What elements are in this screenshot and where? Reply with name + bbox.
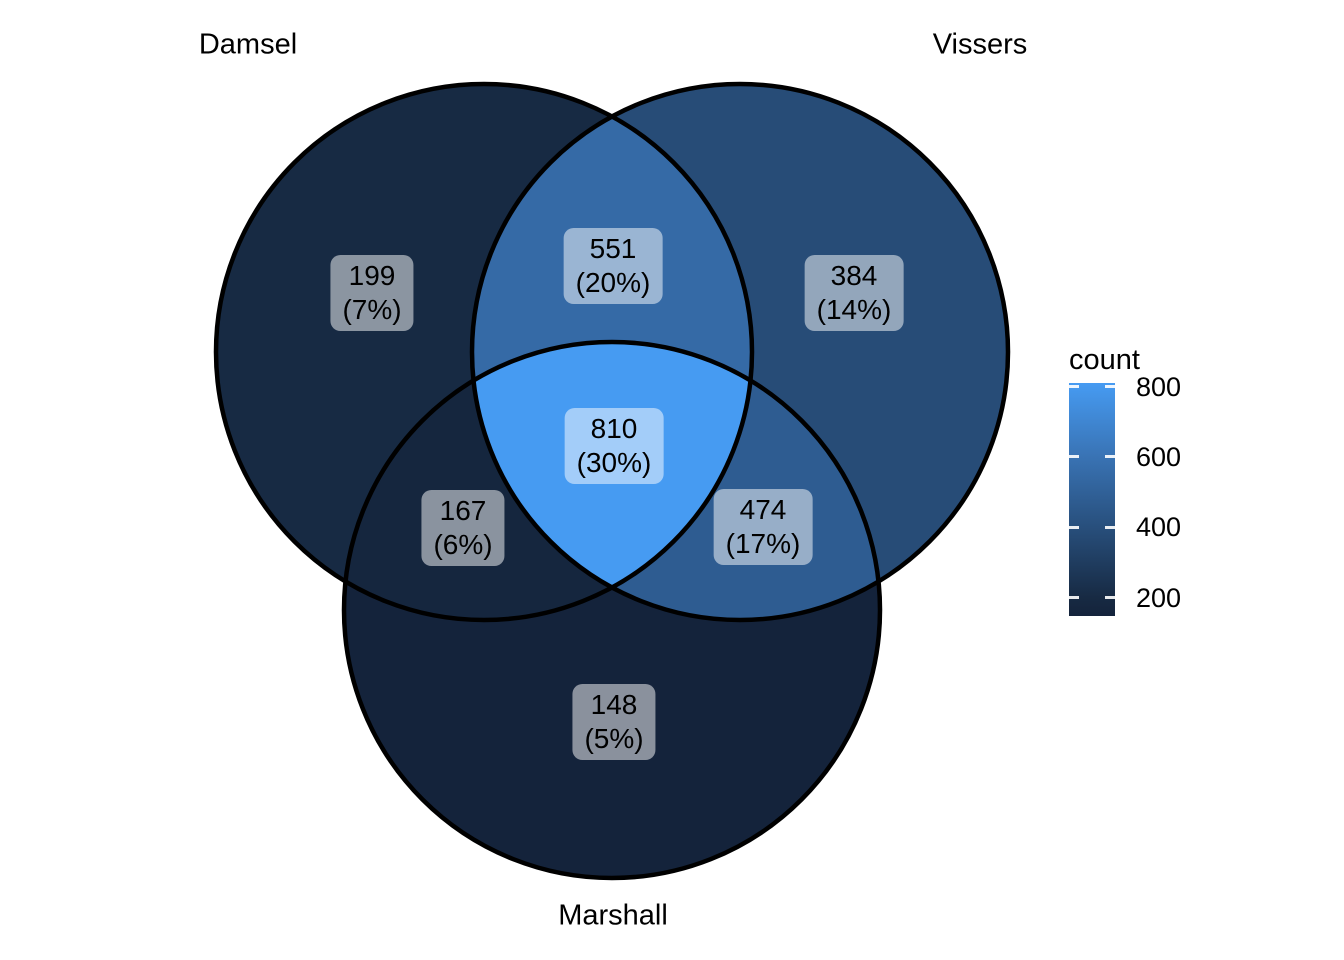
legend-tick-label-600: 600 — [1136, 442, 1182, 472]
legend-tick-mark — [1105, 455, 1115, 458]
region-percent: (17%) — [725, 528, 801, 559]
region-percent: (6%) — [433, 529, 493, 560]
region-label-all-three: 810 (30%) — [564, 408, 664, 484]
region-percent: (5%) — [584, 723, 644, 754]
region-label-damsel-only: 199 (7%) — [330, 255, 414, 331]
region-count: 474 — [739, 494, 787, 525]
region-count: 148 — [590, 689, 638, 720]
legend-title: count — [1069, 344, 1140, 376]
legend-tick-label-200: 200 — [1136, 583, 1182, 613]
circle-outlines — [213, 81, 1011, 881]
circle-outline-damsel — [213, 81, 755, 623]
legend-tick-mark — [1069, 596, 1079, 599]
region-percent: (7%) — [342, 294, 402, 325]
legend-tick-mark — [1069, 455, 1079, 458]
region-count: 810 — [590, 413, 638, 444]
legend-tick-mark — [1105, 385, 1115, 388]
circle-outline-vissers — [469, 81, 1011, 623]
region-count: 199 — [348, 260, 396, 291]
legend-tick-mark — [1105, 526, 1115, 529]
circle-outline-marshall — [341, 339, 883, 881]
legend-tick-mark — [1105, 596, 1115, 599]
region-count: 551 — [589, 233, 637, 264]
legend-colorbar — [1069, 383, 1115, 616]
legend-tick-mark — [1069, 526, 1079, 529]
legend-tick-label-400: 400 — [1136, 512, 1182, 542]
legend-tick-mark — [1069, 385, 1079, 388]
set-label-damsel: Damsel — [198, 28, 298, 61]
region-percent: (14%) — [816, 294, 892, 325]
region-percent: (20%) — [575, 267, 651, 298]
region-label-damsel-vissers: 551 (20%) — [563, 228, 663, 304]
set-label-marshall: Marshall — [558, 899, 668, 932]
region-label-marshall-only: 148 (5%) — [572, 684, 656, 760]
set-label-vissers: Vissers — [932, 28, 1028, 61]
region-label-vissers-marshall: 474 (17%) — [713, 489, 813, 565]
region-label-vissers-only: 384 (14%) — [804, 255, 904, 331]
legend-tick-label-800: 800 — [1136, 372, 1182, 402]
region-percent: (30%) — [576, 447, 652, 478]
region-count: 384 — [830, 260, 878, 291]
region-count: 167 — [439, 495, 487, 526]
region-label-damsel-marshall: 167 (6%) — [421, 490, 505, 566]
